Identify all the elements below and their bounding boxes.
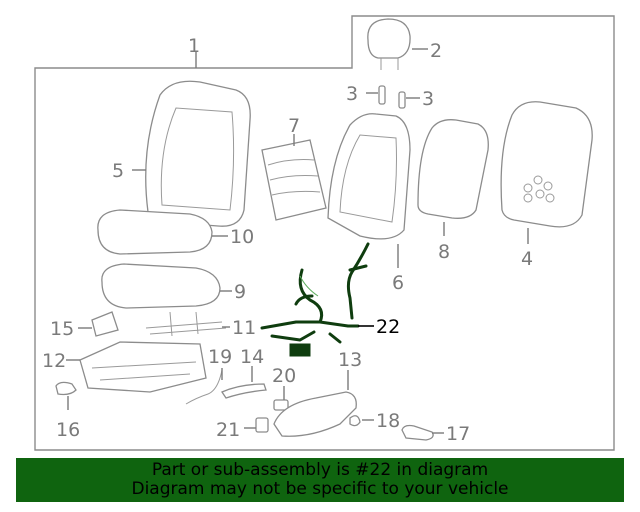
assembly-outline — [34, 15, 615, 451]
rod — [221, 366, 267, 399]
callout-3a: 3 — [346, 83, 358, 105]
callout-6: 6 — [392, 272, 404, 294]
cushion-pad — [101, 263, 232, 309]
seatback-cover — [132, 80, 251, 227]
callout-15: 15 — [50, 318, 74, 340]
seat-adjuster — [66, 341, 207, 393]
cushion-wire — [145, 311, 230, 337]
callout-10: 10 — [230, 226, 254, 248]
cushion-cover — [97, 209, 228, 255]
callout-19: 19 — [208, 346, 232, 368]
headrest — [367, 18, 428, 70]
callout-21: 21 — [216, 419, 240, 441]
info-banner: Part or sub-assembly is #22 in diagram D… — [16, 458, 624, 502]
callout-11: 11 — [232, 317, 256, 339]
callout-12: 12 — [42, 350, 66, 372]
callout-14: 14 — [240, 346, 264, 368]
callout-4: 4 — [521, 248, 533, 270]
callout-1: 1 — [188, 35, 200, 57]
callout-18: 18 — [376, 410, 400, 432]
callout-20: 20 — [272, 365, 296, 387]
seatback-panel — [417, 119, 489, 236]
clip — [349, 415, 374, 427]
trim-cover-small — [78, 311, 119, 337]
switch — [273, 386, 289, 411]
end-cover — [401, 424, 444, 441]
callout-13: 13 — [338, 349, 362, 371]
callout-8: 8 — [438, 241, 450, 263]
switch-small — [244, 417, 269, 433]
banner-line-1: Part or sub-assembly is #22 in diagram — [151, 460, 489, 480]
callout-9: 9 — [234, 281, 246, 303]
callout-22: 22 — [376, 316, 400, 338]
callout-5: 5 — [112, 160, 124, 182]
callout-16: 16 — [56, 419, 80, 441]
lumbar-support — [261, 134, 327, 221]
callout-17: 17 — [446, 423, 470, 445]
banner-line-2: Diagram may not be specific to your vehi… — [131, 479, 509, 499]
callout-7: 7 — [288, 115, 300, 137]
headrest-guides — [366, 85, 420, 109]
seatback-frame — [327, 113, 411, 268]
cable — [185, 369, 223, 405]
callout-2: 2 — [430, 40, 442, 62]
adjuster-handle — [55, 381, 77, 410]
callout-3b: 3 — [422, 88, 434, 110]
seat-parts-diagram: 1 2 3 3 4 5 6 7 8 9 10 11 12 13 14 15 16… — [34, 15, 615, 451]
wiring-harness — [260, 242, 374, 357]
seatback-pad — [500, 101, 593, 244]
side-shield — [273, 370, 357, 437]
